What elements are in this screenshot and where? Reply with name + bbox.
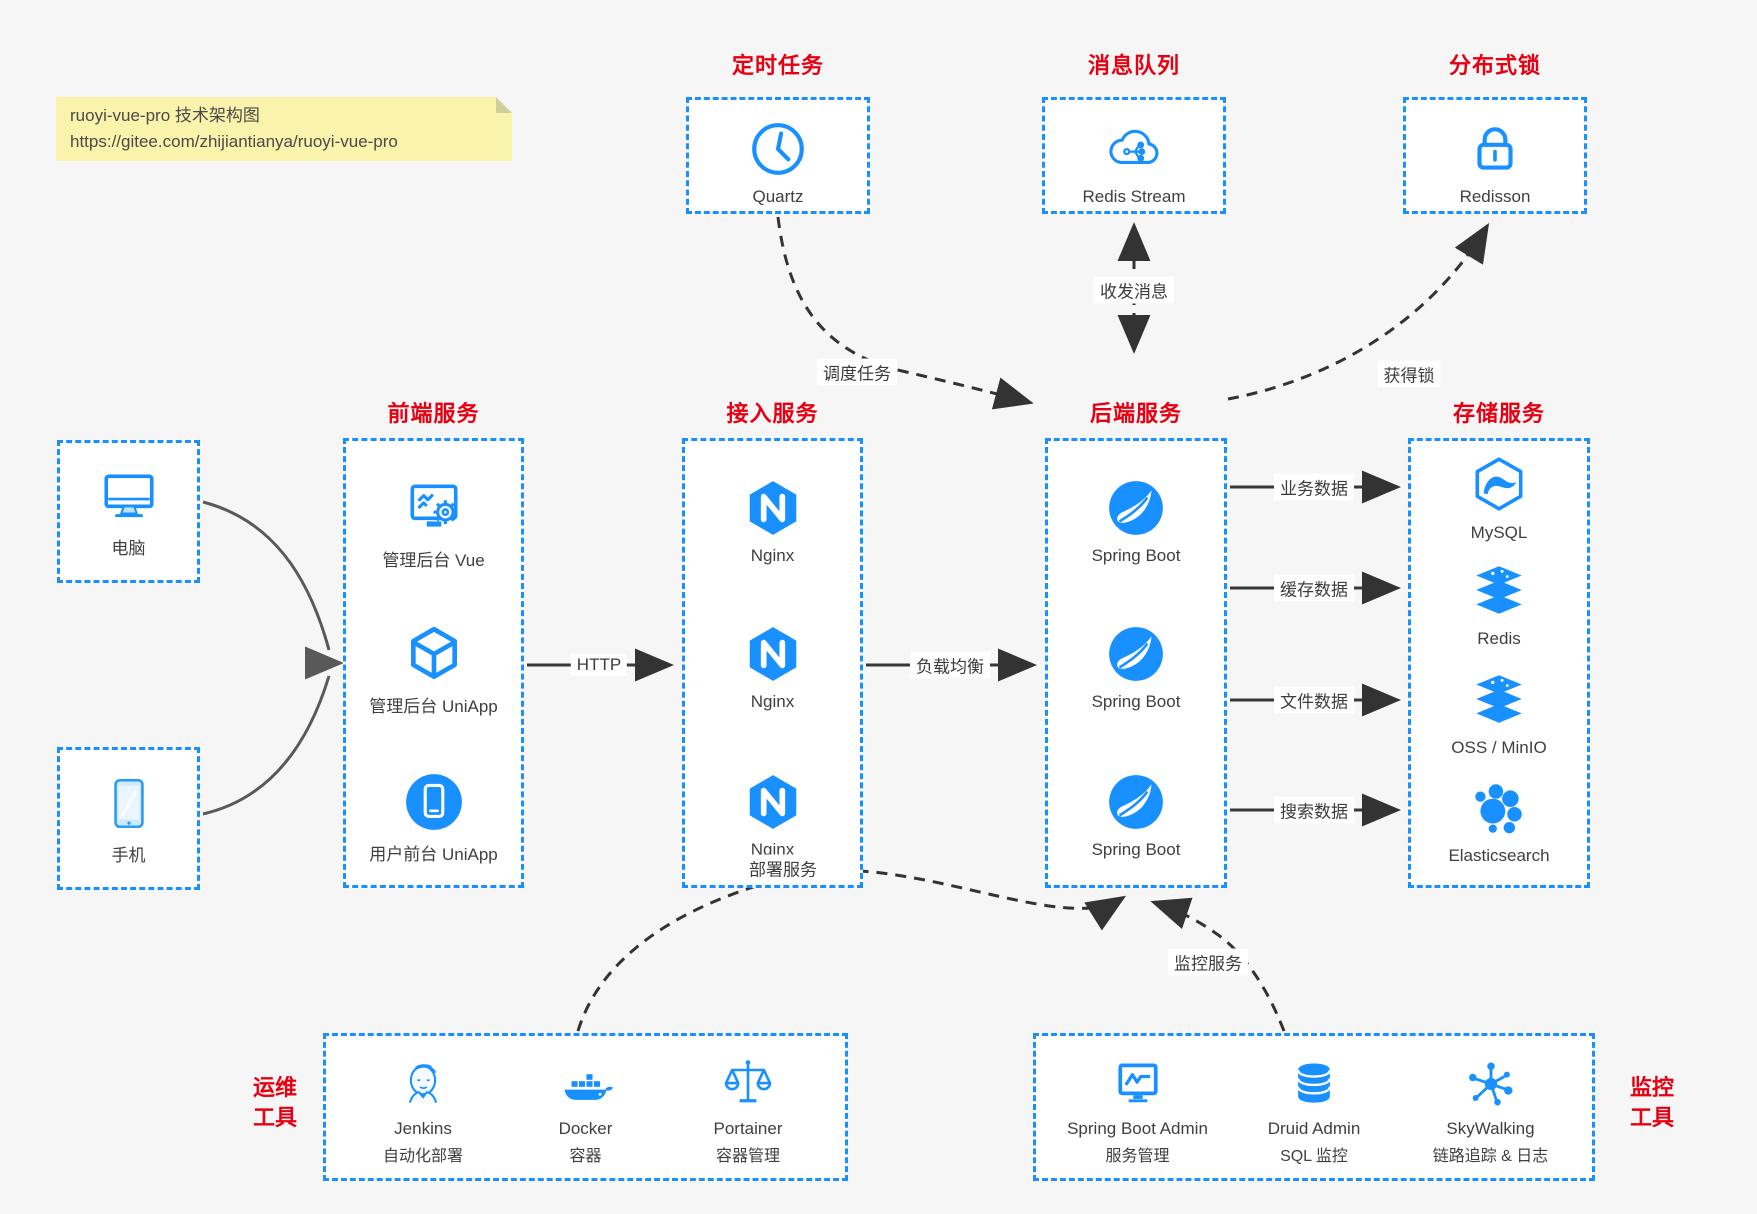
desktop-icon xyxy=(103,474,154,518)
mobile-client-box: 手机 xyxy=(57,747,200,890)
gateway-services-box: Nginx Nginx Nginx xyxy=(682,438,863,888)
druid-admin-sub-label: SQL 监控 xyxy=(1280,1148,1348,1165)
quartz-box: Quartz xyxy=(686,97,870,214)
portainer-label: Portainer xyxy=(713,1119,783,1138)
spring-boot-icon xyxy=(1109,775,1163,829)
edge-deploy-dashed xyxy=(576,869,1127,1032)
edge-monitor-dashed xyxy=(1150,897,1286,1032)
skywalking-label: SkyWalking xyxy=(1446,1119,1535,1138)
druid-admin-label: Druid Admin xyxy=(1267,1119,1361,1138)
portainer-icon xyxy=(724,1060,772,1103)
message-queue-title: 消息队列 xyxy=(1087,53,1180,78)
backend-services-title: 后端服务 xyxy=(1089,401,1182,426)
mobile-phone-icon xyxy=(113,778,144,829)
edge-label-http: HTTP xyxy=(570,654,628,676)
edge-client-mobile xyxy=(202,675,331,816)
gateway-services-title: 接入服务 xyxy=(726,401,819,426)
mysql-icon xyxy=(1475,457,1523,511)
edge-lock-dashed xyxy=(1227,222,1490,401)
spring-boot-icon xyxy=(1109,481,1163,535)
user-uniapp-label: 用户前台 UniApp xyxy=(369,845,498,864)
oss-minio-icon xyxy=(1476,675,1522,723)
redisson-box: Redisson xyxy=(1403,97,1587,214)
desktop-label: 电脑 xyxy=(111,539,146,558)
note-title: ruoyi-vue-pro 技术架构图 xyxy=(70,106,260,125)
edge-label-mq: 收发消息 xyxy=(1094,276,1174,304)
docker-icon xyxy=(564,1074,613,1100)
edge-label-deploy: 部署服务 xyxy=(743,854,823,882)
storage-services-title: 存储服务 xyxy=(1452,401,1545,426)
edge-label-search: 搜索数据 xyxy=(1274,796,1354,824)
redis-label: Redis xyxy=(1477,629,1521,648)
redis-icon xyxy=(1476,566,1522,614)
docker-label: Docker xyxy=(558,1119,613,1138)
nginx-label: Nginx xyxy=(750,692,795,711)
redis-stream-box: Redis Stream xyxy=(1042,97,1226,214)
sticky-note: ruoyi-vue-pro 技术架构图 https://gitee.com/zh… xyxy=(56,97,512,161)
clock-icon xyxy=(752,123,804,175)
portainer-sub-label: 容器管理 xyxy=(715,1148,780,1165)
frontend-services-box: 管理后台 Vue 管理后台 UniApp 用户前台 UniApp xyxy=(343,438,524,888)
desktop-client-box: 电脑 xyxy=(57,440,200,583)
edge-label-cache: 缓存数据 xyxy=(1274,574,1354,602)
monitor-tools-side-label: 监控 工具 xyxy=(1629,1075,1674,1130)
edge-label-file: 文件数据 xyxy=(1274,686,1354,714)
admin-uniapp-label: 管理后台 UniApp xyxy=(369,697,498,716)
spring-boot-icon xyxy=(1109,627,1163,681)
edge-schedule-dashed xyxy=(776,216,1034,410)
redis-stream-label: Redis Stream xyxy=(1082,187,1186,206)
spring-boot-admin-icon xyxy=(1117,1063,1158,1103)
lock-icon xyxy=(1477,127,1513,170)
admin-vue-label: 管理后台 Vue xyxy=(382,551,485,570)
elasticsearch-icon xyxy=(1475,784,1522,834)
oss-minio-label: OSS / MinIO xyxy=(1451,738,1547,757)
redisson-label: Redisson xyxy=(1459,187,1531,206)
nginx-label: Nginx xyxy=(750,546,795,565)
nginx-icon xyxy=(749,775,796,829)
druid-database-icon xyxy=(1296,1063,1332,1103)
edge-client-desktop xyxy=(202,500,331,651)
elasticsearch-label: Elasticsearch xyxy=(1448,846,1550,865)
jenkins-label: Jenkins xyxy=(394,1119,452,1138)
spring-boot-label: Spring Boot xyxy=(1091,840,1181,859)
storage-services-box: MySQL Redis OSS / Mi xyxy=(1408,438,1590,888)
edge-label-lb: 负载均衡 xyxy=(910,651,990,679)
note-url: https://gitee.com/zhijiantianya/ruoyi-vu… xyxy=(70,132,398,151)
nginx-label: Nginx xyxy=(750,840,795,859)
edge-label-schedule: 调度任务 xyxy=(817,358,897,386)
edge-label-monitor: 监控服务 xyxy=(1168,948,1248,976)
ops-tools-box: Jenkins 自动化部署 Docker 容器 xyxy=(323,1033,848,1181)
docker-sub-label: 容器 xyxy=(569,1148,602,1165)
mysql-label: MySQL xyxy=(1470,523,1528,542)
spring-boot-admin-sub-label: 服务管理 xyxy=(1105,1148,1170,1165)
cloud-message-icon xyxy=(1109,129,1159,164)
scheduled-task-title: 定时任务 xyxy=(731,53,824,78)
skywalking-icon xyxy=(1468,1062,1512,1106)
ops-tools-side-label: 运维 工具 xyxy=(252,1075,297,1130)
quartz-label: Quartz xyxy=(752,187,804,206)
admin-vue-icon xyxy=(409,484,458,527)
spring-boot-label: Spring Boot xyxy=(1091,692,1181,711)
spring-boot-admin-label: Spring Boot Admin xyxy=(1067,1119,1208,1138)
edge-label-biz: 业务数据 xyxy=(1274,473,1354,501)
frontend-services-title: 前端服务 xyxy=(387,401,480,426)
user-app-icon xyxy=(405,774,462,830)
nginx-icon xyxy=(749,627,796,681)
distributed-lock-title: 分布式锁 xyxy=(1448,53,1541,78)
backend-services-box: Spring Boot Spring Boot Spring Boot xyxy=(1045,438,1227,888)
edge-label-lock: 获得锁 xyxy=(1377,360,1441,388)
jenkins-sub-label: 自动化部署 xyxy=(382,1148,463,1165)
mobile-label: 手机 xyxy=(111,846,146,865)
monitor-tools-box: Spring Boot Admin 服务管理 Druid Admin SQL 监… xyxy=(1033,1033,1595,1181)
uniapp-cube-icon xyxy=(410,626,457,680)
skywalking-sub-label: 链路追踪 & 日志 xyxy=(1432,1148,1549,1165)
jenkins-icon xyxy=(408,1064,438,1103)
spring-boot-label: Spring Boot xyxy=(1091,546,1181,565)
nginx-icon xyxy=(749,481,796,535)
